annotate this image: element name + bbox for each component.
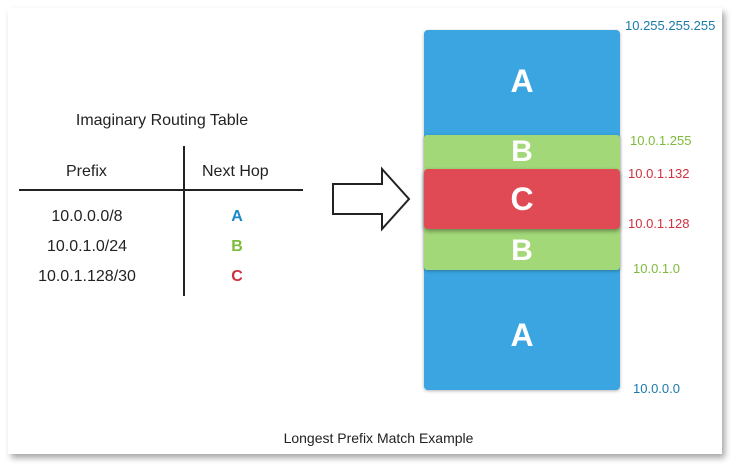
block-a-upper-label: A [510,63,534,99]
routing-table-title: Imaginary Routing Table [75,112,249,129]
address-a-low: 10.0.0.0 [633,381,680,396]
prefix-header: Prefix [66,163,107,180]
address-b-high: 10.0.1.255 [630,133,692,148]
prefix-cell-row-2: 10.0.1.0/24 [46,238,128,255]
right-arrow-icon [332,166,411,232]
block-c-label: C [510,180,534,217]
table-header-divider [19,189,303,191]
table-column-divider [183,146,185,296]
address-a-high: 10.255.255.255 [625,18,716,33]
next-hop-cell-row-3: C [231,268,243,285]
address-c-high: 10.0.1.132 [628,166,690,181]
block-b-upper-label: B [511,135,533,168]
address-block-c: C [424,169,620,229]
prefix-cell-row-1: 10.0.0.0/8 [51,208,123,225]
next-hop-cell-row-2: B [231,238,243,255]
next-hop-header: Next Hop [202,163,269,180]
block-b-lower-label: B [511,234,533,267]
prefix-cell-row-3: 10.0.1.128/30 [38,268,136,285]
address-c-low: 10.0.1.128 [628,216,690,231]
next-hop-cell-row-1: A [231,208,243,225]
diagram-caption: Longest Prefix Match Example [283,430,474,446]
address-b-low: 10.0.1.0 [633,261,680,276]
block-a-lower-label: A [510,317,534,353]
